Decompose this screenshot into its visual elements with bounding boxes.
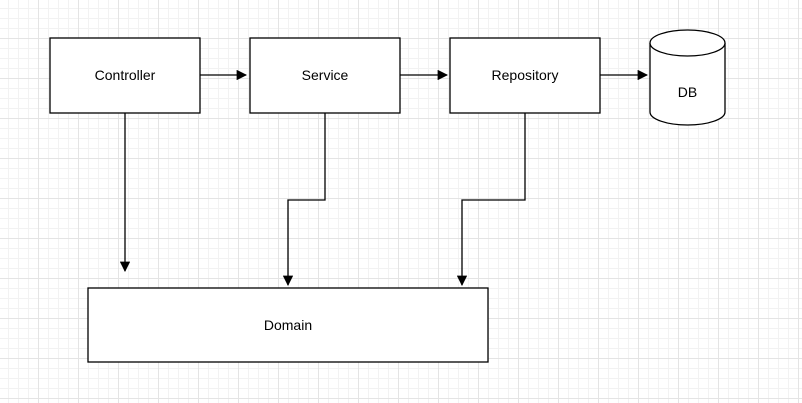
node-repository[interactable]: Repository (449, 37, 601, 114)
domain-box (87, 287, 489, 363)
service-box (249, 37, 401, 114)
repository-label: Repository (492, 67, 559, 83)
controller-label: Controller (95, 67, 156, 83)
repository-box (449, 37, 601, 114)
controller-box (49, 37, 201, 114)
db-cylinder-body (649, 43, 726, 126)
edge-service-domain (282, 113, 326, 287)
node-controller[interactable]: Controller (49, 37, 201, 114)
edges (119, 69, 649, 287)
db-cylinder-top (649, 29, 726, 57)
node-db[interactable]: DB (649, 29, 726, 126)
service-label: Service (302, 67, 349, 83)
node-service[interactable]: Service (249, 37, 401, 114)
node-domain[interactable]: Domain (87, 287, 489, 363)
db-label: DB (678, 84, 697, 100)
domain-label: Domain (264, 317, 312, 333)
edge-repository-domain (456, 113, 526, 287)
